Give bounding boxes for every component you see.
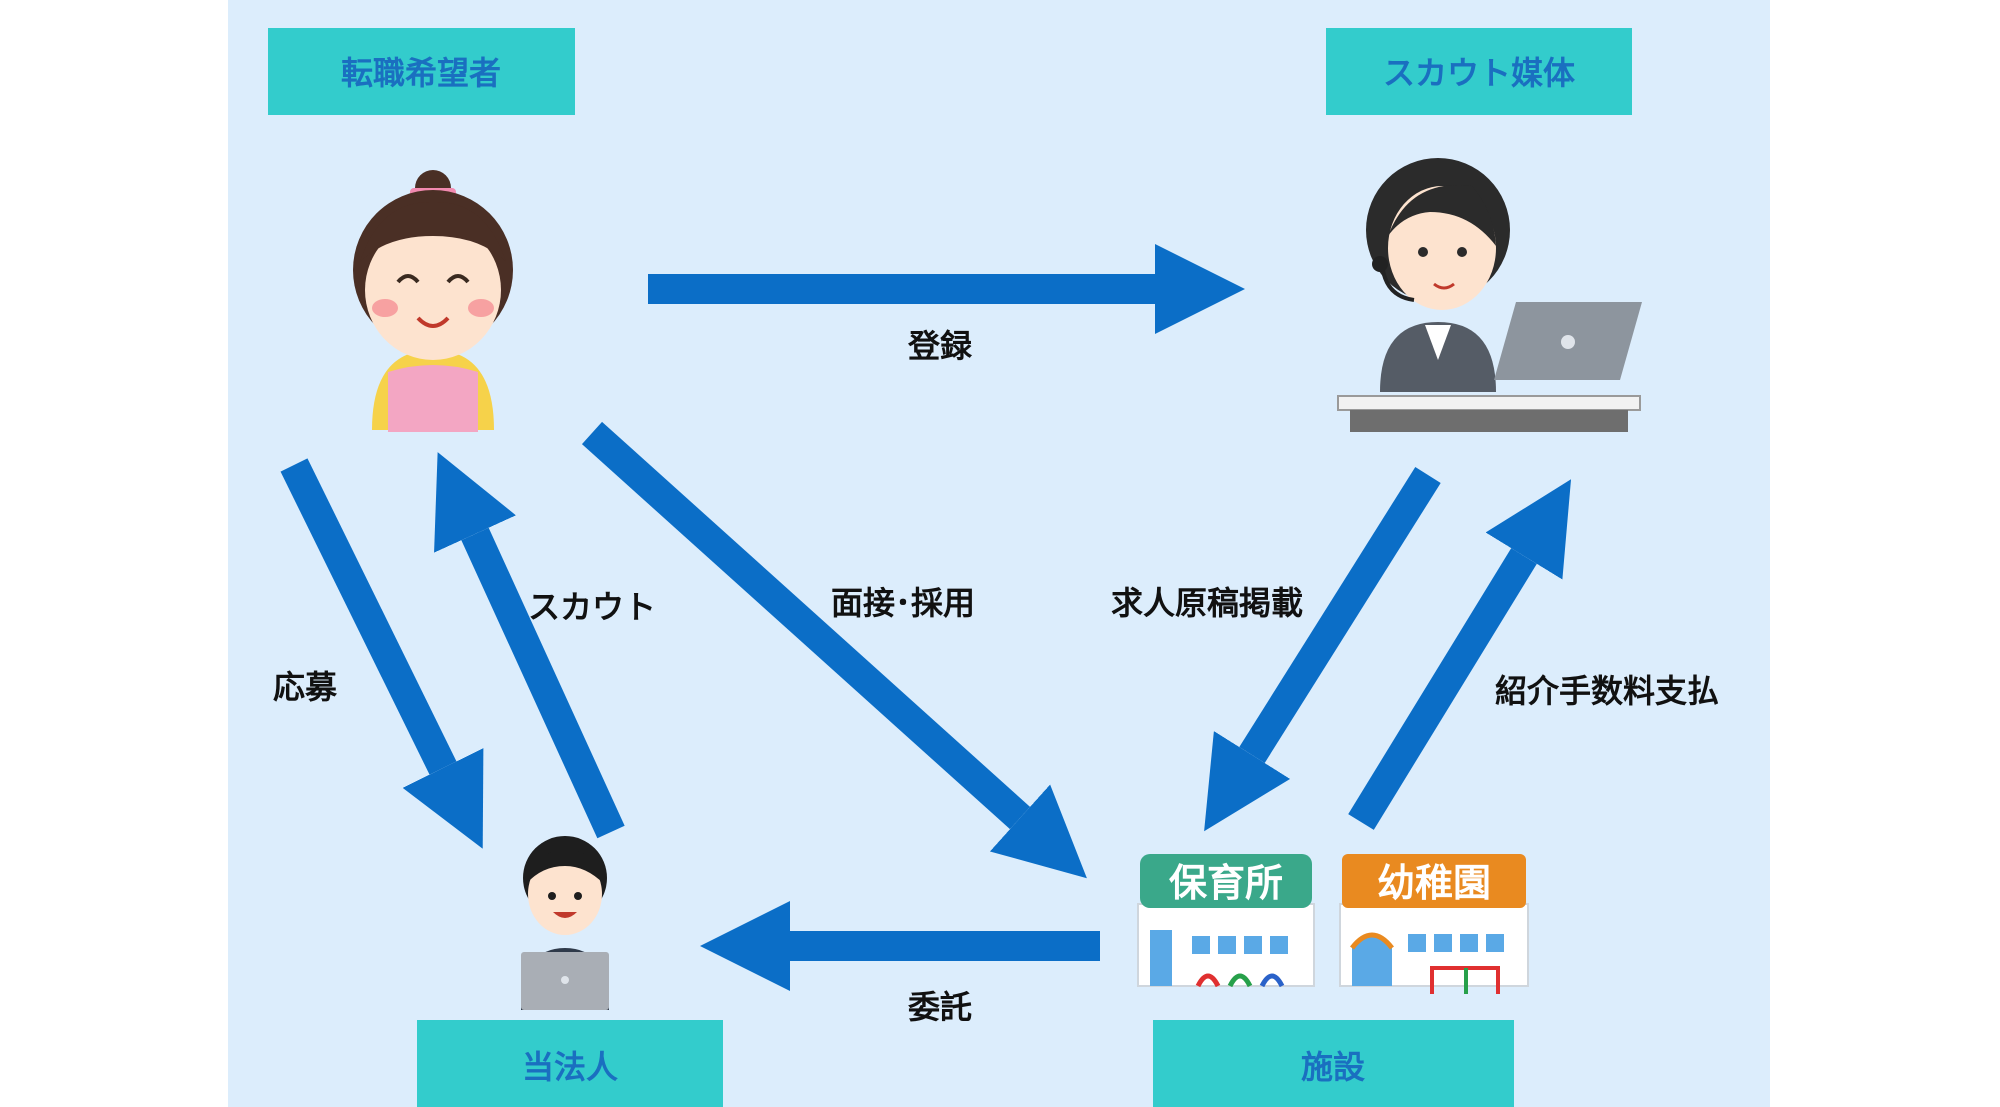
arrow-scout [434, 452, 625, 839]
our-corp-box: 当法人 [417, 1020, 723, 1107]
smiling-woman-apron-icon [353, 170, 513, 432]
arrow-referral-fee [1348, 479, 1572, 830]
arrow-post-listing [1204, 467, 1441, 832]
job-seeker-label: 転職希望者 [341, 54, 501, 92]
scout-label: スカウト [528, 588, 656, 626]
scout-media-box: スカウト媒体 [1326, 28, 1632, 115]
kindergarten-building: 幼稚園 [1339, 854, 1529, 994]
kindergarten-sign-text: 幼稚園 [1377, 861, 1491, 905]
referral-fee-label: 紹介手数料支払 [1495, 672, 1719, 710]
nursery-sign-text: 保育所 [1169, 861, 1283, 905]
facility-box: 施設 [1153, 1020, 1514, 1107]
register-label: 登録 [907, 327, 973, 365]
interview-hire-label: 面接･採用 [831, 584, 975, 622]
facility-label: 施設 [1301, 1048, 1365, 1086]
apply-label: 応募 [273, 668, 338, 706]
entrust-label: 委託 [908, 988, 972, 1026]
job-seeker-box: 転職希望者 [268, 28, 575, 115]
arrow-interview-hire [581, 421, 1087, 879]
our-corp-label: 当法人 [522, 1048, 618, 1086]
scout-media-label: スカウト媒体 [1383, 54, 1575, 92]
arrow-apply [280, 458, 484, 849]
headset-operator-laptop-icon [1337, 158, 1642, 432]
nursery-sign [1140, 854, 1312, 908]
post-listing-label: 求人原稿掲載 [1111, 584, 1303, 622]
nursery-kindergarten-buildings-icon: 保育所 幼稚園 [1137, 854, 1529, 994]
man-laptop-icon [521, 836, 609, 1010]
kindergarten-sign [1342, 854, 1526, 908]
nursery-building: 保育所 [1137, 854, 1315, 988]
